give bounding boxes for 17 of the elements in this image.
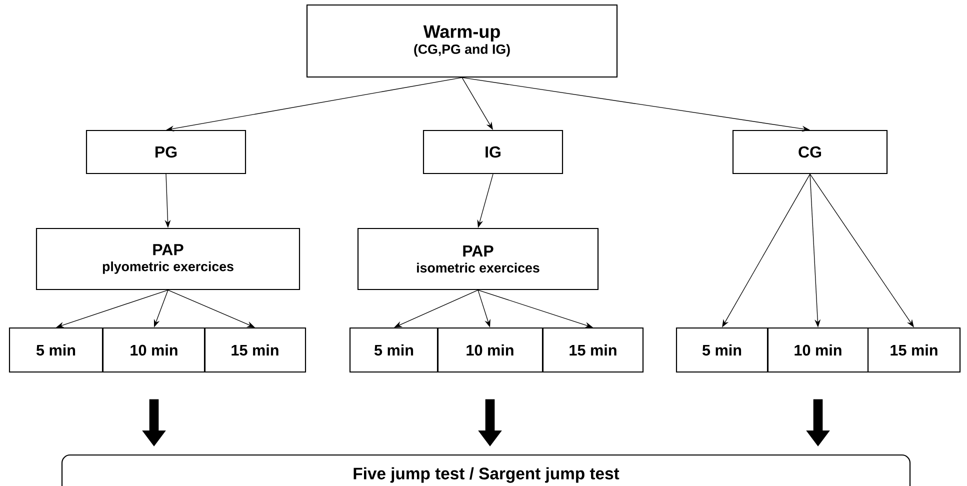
time-box: 15 min [204,327,306,373]
time-box: 15 min [542,327,644,373]
time-box: 5 min [676,327,768,373]
test-box: Five jump test / Sargent jump test [61,454,911,486]
time-box: 10 min [102,327,206,373]
process-box: IG [422,130,564,174]
process-box: PAP isometric exercices [357,228,599,290]
time-box: 10 min [436,327,544,373]
time-box: 5 min [349,327,439,373]
time-box: 5 min [8,327,104,373]
time-box: 15 min [867,327,961,373]
process-box: PG [86,130,246,174]
process-box: CG [732,130,888,174]
process-box: Warm-up (CG,PG and IG) [306,4,618,78]
time-box: 10 min [767,327,869,373]
process-box: PAP plyometric exercices [36,228,300,290]
arrow [810,174,914,328]
